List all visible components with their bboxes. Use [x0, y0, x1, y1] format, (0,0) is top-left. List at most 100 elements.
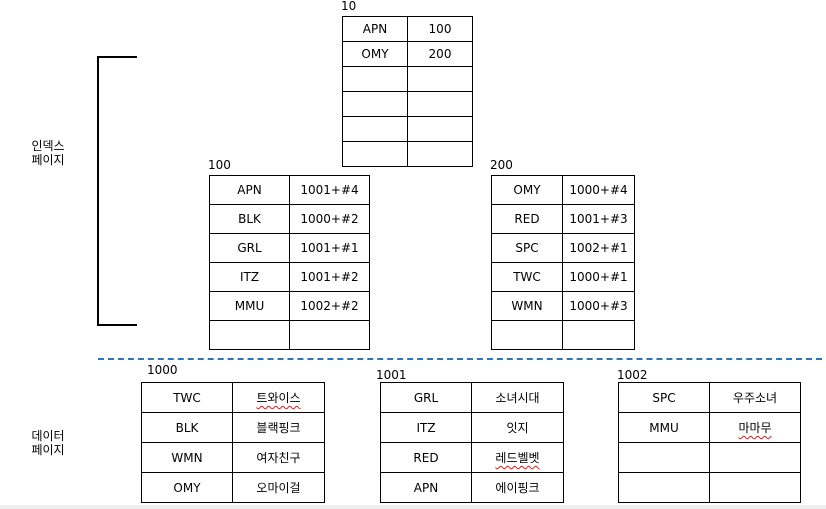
value-cell: 오마이걸 [232, 472, 325, 503]
table-row [342, 116, 473, 142]
data-page-label-1000: 1000 [147, 363, 178, 377]
key-cell: OMY [141, 472, 233, 503]
key-cell: ITZ [209, 262, 290, 292]
key-cell: SPC [491, 233, 563, 263]
index-bracket-line [97, 56, 99, 325]
value-cell: 1001+#2 [289, 262, 370, 292]
key-cell: APN [209, 175, 290, 205]
value-cell: 1002+#2 [289, 291, 370, 321]
value-cell: 1001+#3 [562, 204, 635, 234]
key-cell: BLK [209, 204, 290, 234]
key-cell: MMU [618, 412, 710, 443]
key-cell: SPC [618, 382, 710, 413]
value-cell: 여자친구 [232, 442, 325, 473]
key-cell [618, 442, 710, 473]
value-cell [407, 91, 473, 117]
key-cell: GRL [380, 382, 472, 413]
root-page-label: 10 [341, 0, 357, 13]
key-cell: TWC [141, 382, 233, 413]
value-cell [407, 66, 473, 92]
key-cell: APN [380, 472, 472, 503]
value-cell: 우주소녀 [709, 382, 801, 413]
key-cell [491, 320, 563, 350]
index-section-line1: 인덱스 [31, 139, 65, 153]
value-cell [709, 472, 801, 503]
value-cell: 트와이스 [232, 382, 325, 413]
value-cell [407, 116, 473, 142]
key-cell: RED [380, 442, 472, 473]
table-row [342, 91, 473, 117]
key-cell: WMN [491, 291, 563, 321]
key-cell: RED [491, 204, 563, 234]
value-cell: 블랙핑크 [232, 412, 325, 443]
key-cell [342, 141, 408, 167]
value-cell: 에이핑크 [471, 472, 564, 503]
value-cell: 1000+#3 [562, 291, 635, 321]
value-cell: 200 [407, 41, 473, 67]
key-cell [209, 320, 290, 350]
data-page-label-1002: 1002 [617, 368, 648, 382]
value-cell: 1000+#4 [562, 175, 635, 205]
key-cell: BLK [141, 412, 233, 443]
table-row [618, 442, 801, 473]
key-cell: TWC [491, 262, 563, 292]
window-bottom-edge [0, 505, 826, 509]
value-cell: 1000+#1 [562, 262, 635, 292]
value-cell: 1002+#1 [562, 233, 635, 263]
index-bracket-top [97, 56, 137, 58]
key-cell: OMY [491, 175, 563, 205]
key-cell [342, 116, 408, 142]
value-cell: 잇지 [471, 412, 564, 443]
key-cell: ITZ [380, 412, 472, 443]
table-row [342, 141, 473, 167]
value-cell: 레드벨벳 [471, 442, 564, 473]
value-cell: 마마무 [709, 412, 801, 443]
key-cell: OMY [342, 41, 408, 67]
key-cell [618, 472, 710, 503]
key-cell [342, 91, 408, 117]
data-section-line1: 데이터 [31, 429, 65, 443]
value-cell [407, 141, 473, 167]
data-section-label: 데이터 페이지 [28, 429, 68, 457]
value-cell [562, 320, 635, 350]
key-cell: WMN [141, 442, 233, 473]
table-row [491, 320, 635, 350]
leaf-page-label-200: 200 [490, 158, 513, 172]
table-row [342, 66, 473, 92]
value-cell [289, 320, 370, 350]
table-row [209, 320, 370, 350]
index-section-line2: 페이지 [31, 153, 65, 167]
leaf-page-label-100: 100 [208, 158, 231, 172]
key-cell: APN [342, 16, 408, 42]
value-cell: 100 [407, 16, 473, 42]
index-section-label: 인덱스 페이지 [28, 139, 68, 167]
key-cell: GRL [209, 233, 290, 263]
value-cell [709, 442, 801, 473]
data-page-label-1001: 1001 [376, 368, 407, 382]
value-cell: 1001+#4 [289, 175, 370, 205]
